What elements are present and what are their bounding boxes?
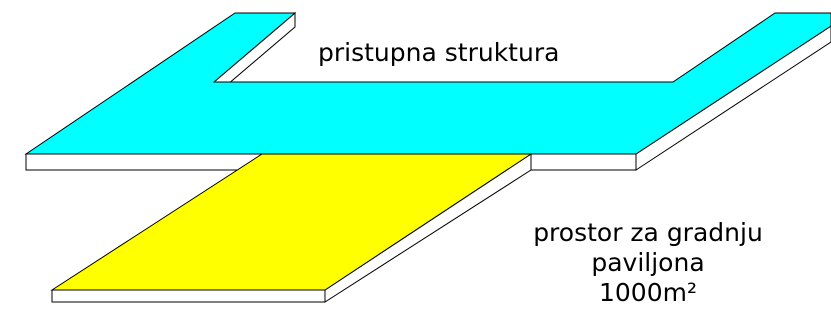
building-plot-slab xyxy=(50,153,533,303)
building-plot-label-line1: prostor za gradnju xyxy=(533,218,763,247)
building-plot-label-line2: paviljona xyxy=(591,248,705,277)
building-plot-top xyxy=(50,153,533,291)
access-structure-top xyxy=(24,12,831,155)
building-plot-label: prostor za gradnju paviljona 1000m² xyxy=(496,218,800,308)
building-plot-front-edge xyxy=(51,289,326,303)
access-structure-slab xyxy=(24,11,831,171)
building-plot-label-line3: 1000m² xyxy=(599,278,697,307)
access-structure-label: pristupna struktura xyxy=(318,38,560,67)
